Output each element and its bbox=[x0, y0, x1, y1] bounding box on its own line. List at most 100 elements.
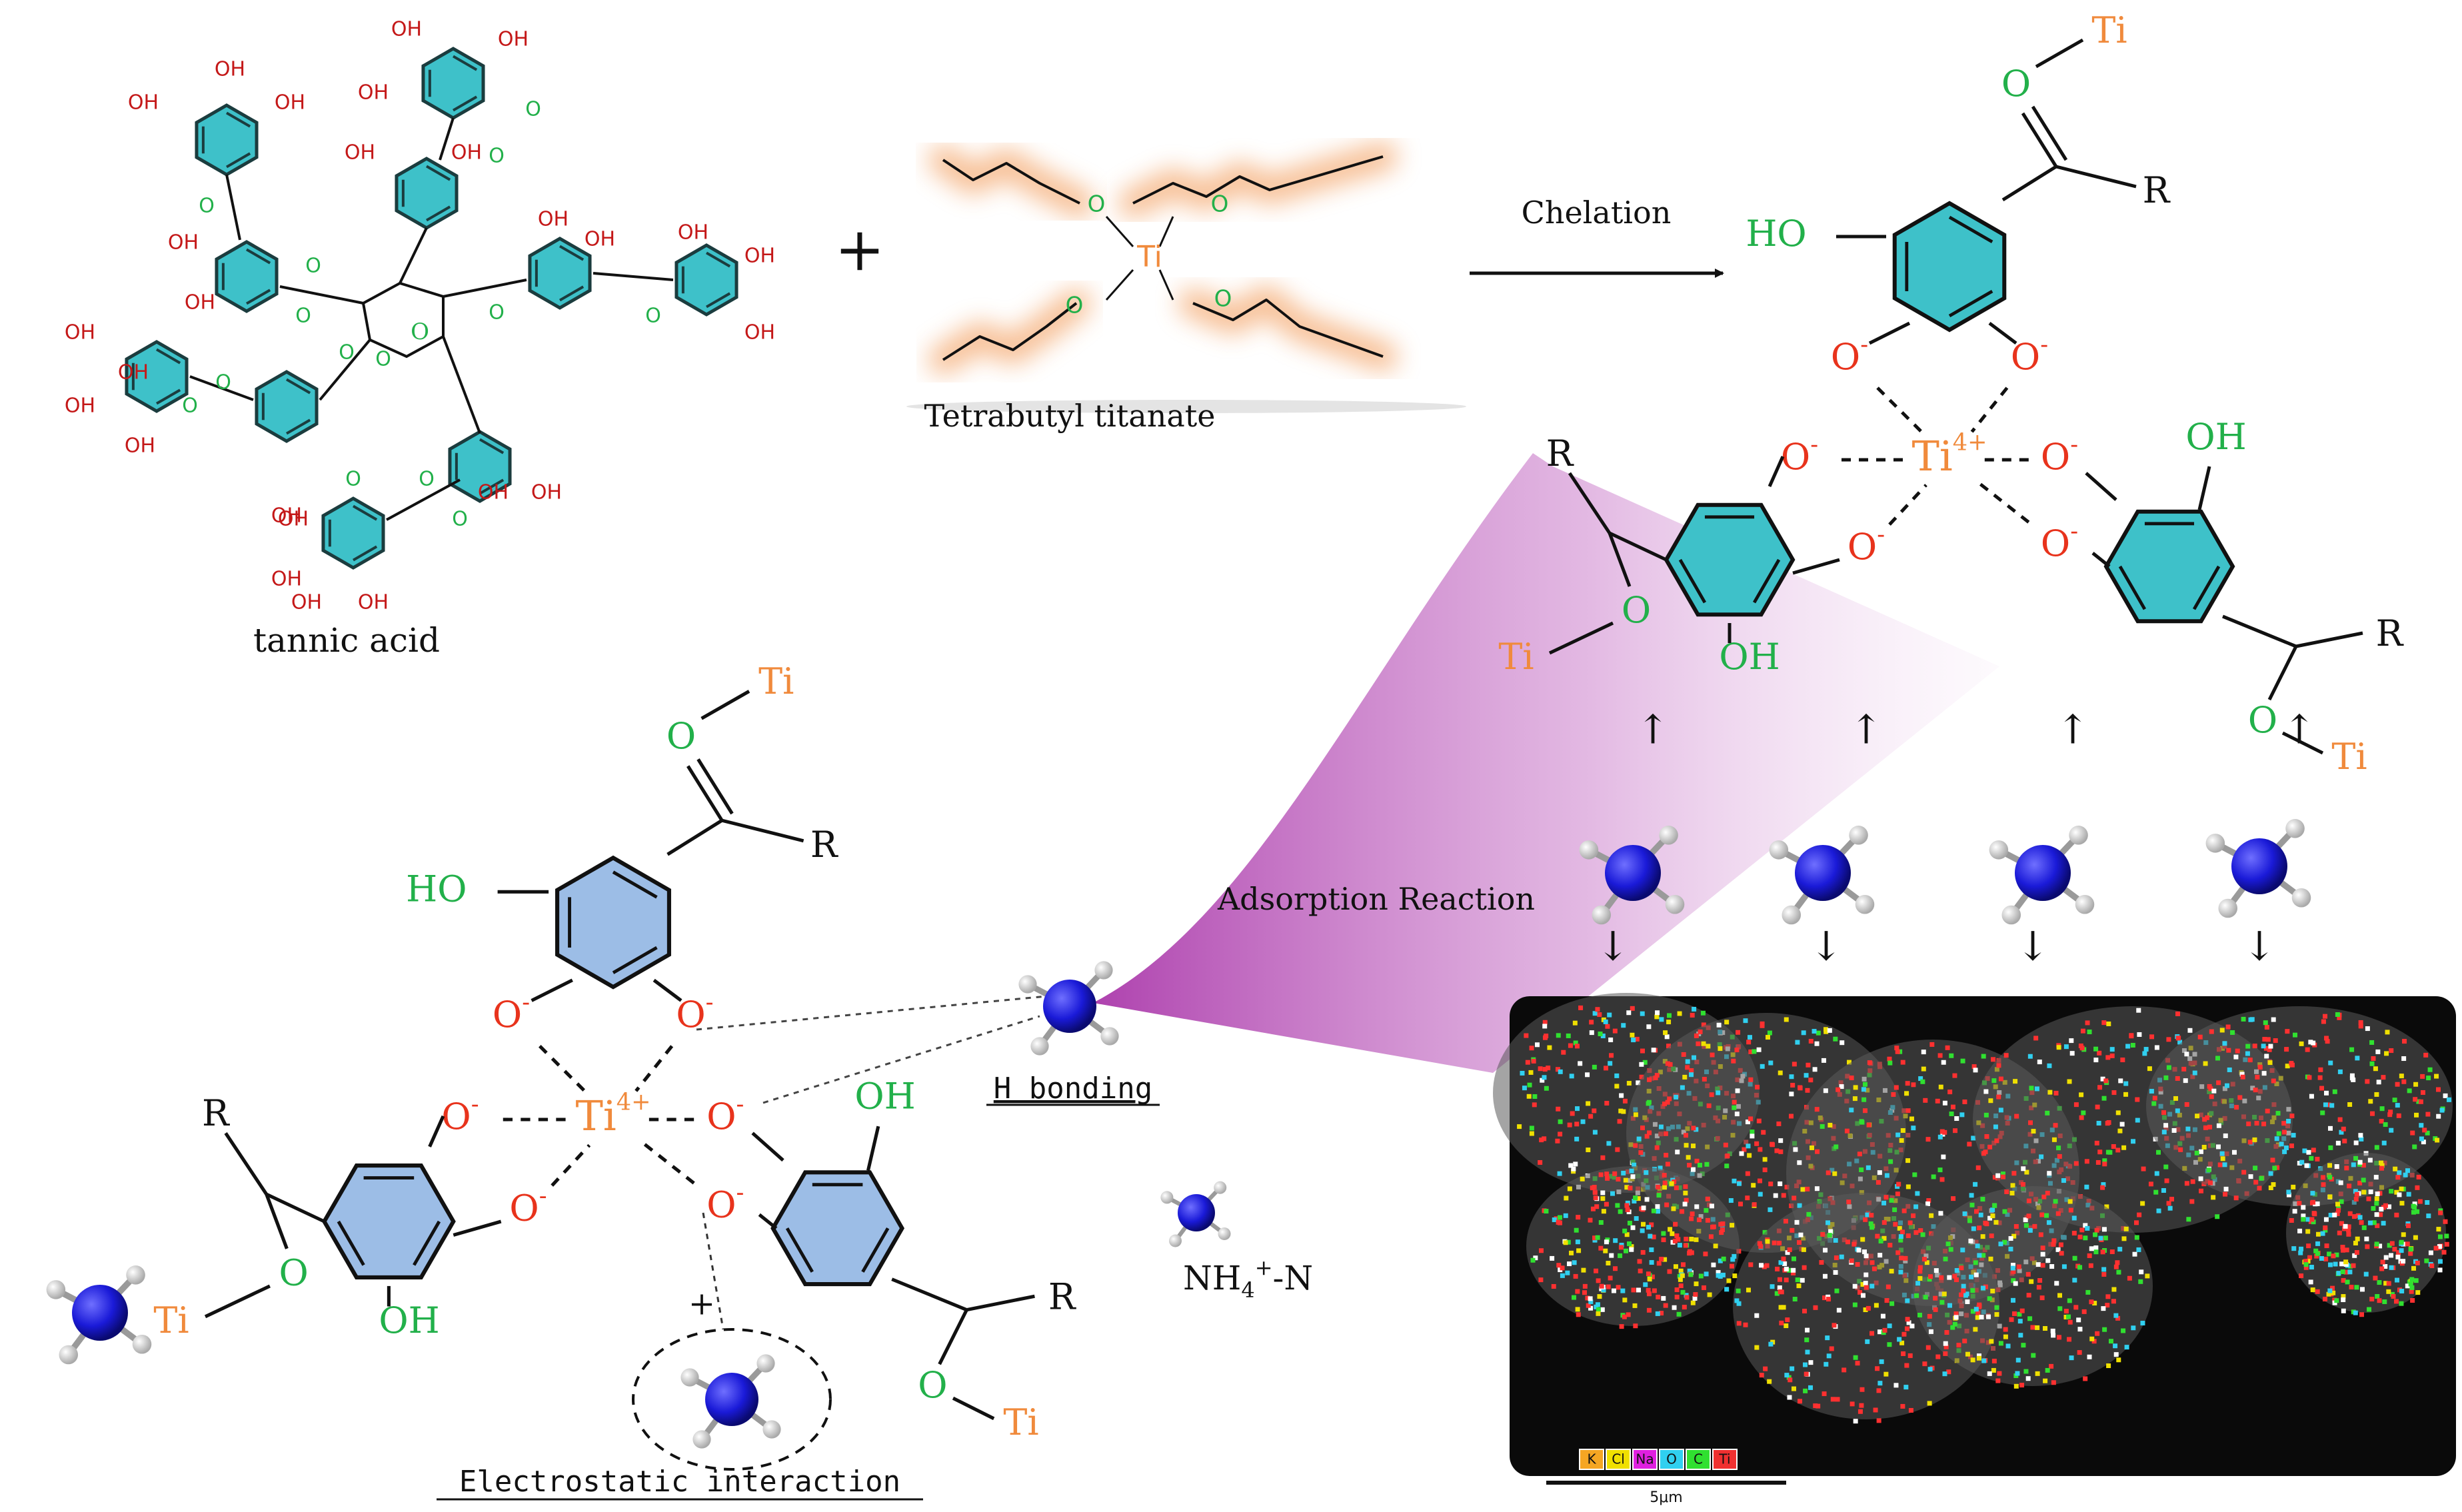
aromatic-double-bond bbox=[452, 95, 478, 112]
eds-pixel bbox=[2203, 1125, 2208, 1130]
eds-pixel bbox=[1532, 1094, 1538, 1100]
eds-pixel bbox=[1704, 1271, 1709, 1277]
eds-pixel bbox=[2085, 1020, 2090, 1026]
eds-pixel bbox=[1925, 1201, 1930, 1206]
eds-pixel bbox=[1839, 1254, 1844, 1259]
eds-pixel bbox=[1736, 1321, 1742, 1326]
eds-pixel bbox=[1953, 1315, 1959, 1320]
eds-pixel bbox=[2068, 1207, 2073, 1213]
eds-pixel bbox=[2354, 1250, 2359, 1255]
eds-pixel bbox=[1675, 1149, 1680, 1155]
eds-pixel bbox=[1585, 1072, 1590, 1078]
eds-pixel bbox=[1656, 1261, 1662, 1266]
eds-pixel bbox=[1913, 1204, 1919, 1209]
eds-pixel bbox=[2438, 1210, 2443, 1215]
eds-pixel bbox=[2359, 1312, 2365, 1317]
eds-pixel bbox=[2254, 1121, 2259, 1126]
oxygen-label: O bbox=[345, 468, 361, 491]
eds-pixel bbox=[1853, 1085, 1858, 1090]
eds-pixel bbox=[1578, 1061, 1583, 1066]
eds-pixel bbox=[1861, 1087, 1866, 1092]
eds-pixel bbox=[1566, 1239, 1571, 1245]
eds-pixel bbox=[1758, 1191, 1763, 1197]
aromatic-double-bond bbox=[225, 111, 251, 128]
eds-pixel bbox=[1649, 1259, 1654, 1265]
eds-pixel bbox=[1782, 1261, 1788, 1266]
eds-pixel bbox=[1638, 1150, 1644, 1155]
eds-pixel bbox=[1726, 1278, 1732, 1283]
eds-pixel bbox=[1845, 1239, 1850, 1245]
eds-pixel bbox=[1889, 1269, 1894, 1274]
eds-pixel bbox=[1975, 1243, 1980, 1249]
eds-pixel bbox=[1953, 1311, 1959, 1317]
eds-pixel bbox=[2264, 1054, 2269, 1059]
eds-pixel bbox=[1901, 1351, 1906, 1356]
eds-pixel bbox=[2411, 1203, 2416, 1209]
eds-pixel bbox=[1986, 1314, 1991, 1319]
eds-pixel bbox=[1648, 1233, 1653, 1239]
eds-pixel bbox=[2031, 1353, 2036, 1358]
eds-pixel bbox=[2101, 1227, 2107, 1232]
eds-pixel bbox=[2383, 1263, 2388, 1269]
eds-pixel bbox=[2399, 1201, 2405, 1206]
eds-pixel bbox=[1904, 1363, 1909, 1368]
eds-pixel bbox=[1911, 1082, 1916, 1088]
galloyl-ring bbox=[321, 496, 385, 570]
eds-pixel bbox=[2426, 1076, 2431, 1081]
eds-pixel bbox=[2069, 1051, 2075, 1056]
eds-pixel bbox=[1698, 1273, 1704, 1279]
eds-pixel bbox=[1594, 1268, 1599, 1273]
eds-pixel bbox=[2097, 1149, 2103, 1155]
eds-pixel bbox=[1758, 1243, 1764, 1249]
eds-pixel bbox=[1918, 1076, 1923, 1082]
eds-pixel bbox=[1682, 1074, 1688, 1080]
ammonium-molecule bbox=[1018, 961, 1119, 1056]
hydroxyl-label: OH bbox=[744, 321, 775, 345]
eds-pixel bbox=[2326, 1102, 2331, 1108]
ti-end-label: Ti bbox=[2091, 9, 2127, 51]
eds-pixel bbox=[2425, 1199, 2430, 1205]
eds-pixel bbox=[1662, 1180, 1668, 1185]
r-group-label: R bbox=[1048, 1275, 1076, 1317]
eds-pixel bbox=[1954, 1277, 1959, 1283]
eds-pixel bbox=[1646, 1307, 1652, 1313]
eds-pixel bbox=[2175, 1011, 2181, 1016]
hydroxyl-label: OH bbox=[125, 434, 155, 458]
eds-pixel bbox=[2394, 1189, 2399, 1195]
eds-pixel bbox=[2325, 1039, 2330, 1044]
hydroxyl-label: OH bbox=[585, 228, 615, 251]
eds-pixel bbox=[2416, 1099, 2421, 1104]
eds-pixel bbox=[1641, 1205, 1646, 1211]
eds-pixel bbox=[1973, 1307, 1979, 1312]
eds-pixel bbox=[2253, 1088, 2258, 1093]
eds-pixel bbox=[1565, 1270, 1570, 1275]
eds-legend-swatch bbox=[1659, 1449, 1684, 1470]
eds-pixel bbox=[2370, 1111, 2375, 1116]
eds-pixel bbox=[1990, 1288, 1995, 1293]
eds-pixel bbox=[1692, 1055, 1697, 1060]
eds-pixel bbox=[2073, 1305, 2079, 1310]
eds-pixel bbox=[2053, 1090, 2059, 1096]
eds-pixel bbox=[1624, 1203, 1630, 1208]
eds-pixel bbox=[2091, 1339, 2097, 1344]
eds-pixel bbox=[2066, 1314, 2071, 1319]
eds-pixel bbox=[2436, 1114, 2441, 1119]
eds-pixel bbox=[1634, 1036, 1640, 1042]
eds-pixel bbox=[2153, 1189, 2159, 1195]
ester-link bbox=[443, 279, 527, 298]
eds-pixel bbox=[1905, 1298, 1910, 1303]
eds-pixel bbox=[2166, 1037, 2171, 1042]
eds-pixel bbox=[1808, 1038, 1814, 1044]
eds-pixel bbox=[2401, 1079, 2407, 1084]
eds-pixel bbox=[2424, 1258, 2429, 1263]
eds-pixel bbox=[2215, 1214, 2220, 1219]
eds-pixel bbox=[2406, 1223, 2411, 1228]
eds-pixel bbox=[1784, 1184, 1790, 1189]
eds-pixel bbox=[1973, 1327, 1978, 1332]
eds-pixel bbox=[2021, 1343, 2026, 1348]
coordination-bond bbox=[1876, 386, 1923, 433]
eds-pixel bbox=[2181, 1066, 2187, 1072]
ti-end-label: Ti bbox=[153, 1299, 189, 1341]
eds-pixel bbox=[1804, 1371, 1809, 1377]
eds-pixel bbox=[2253, 1165, 2258, 1171]
